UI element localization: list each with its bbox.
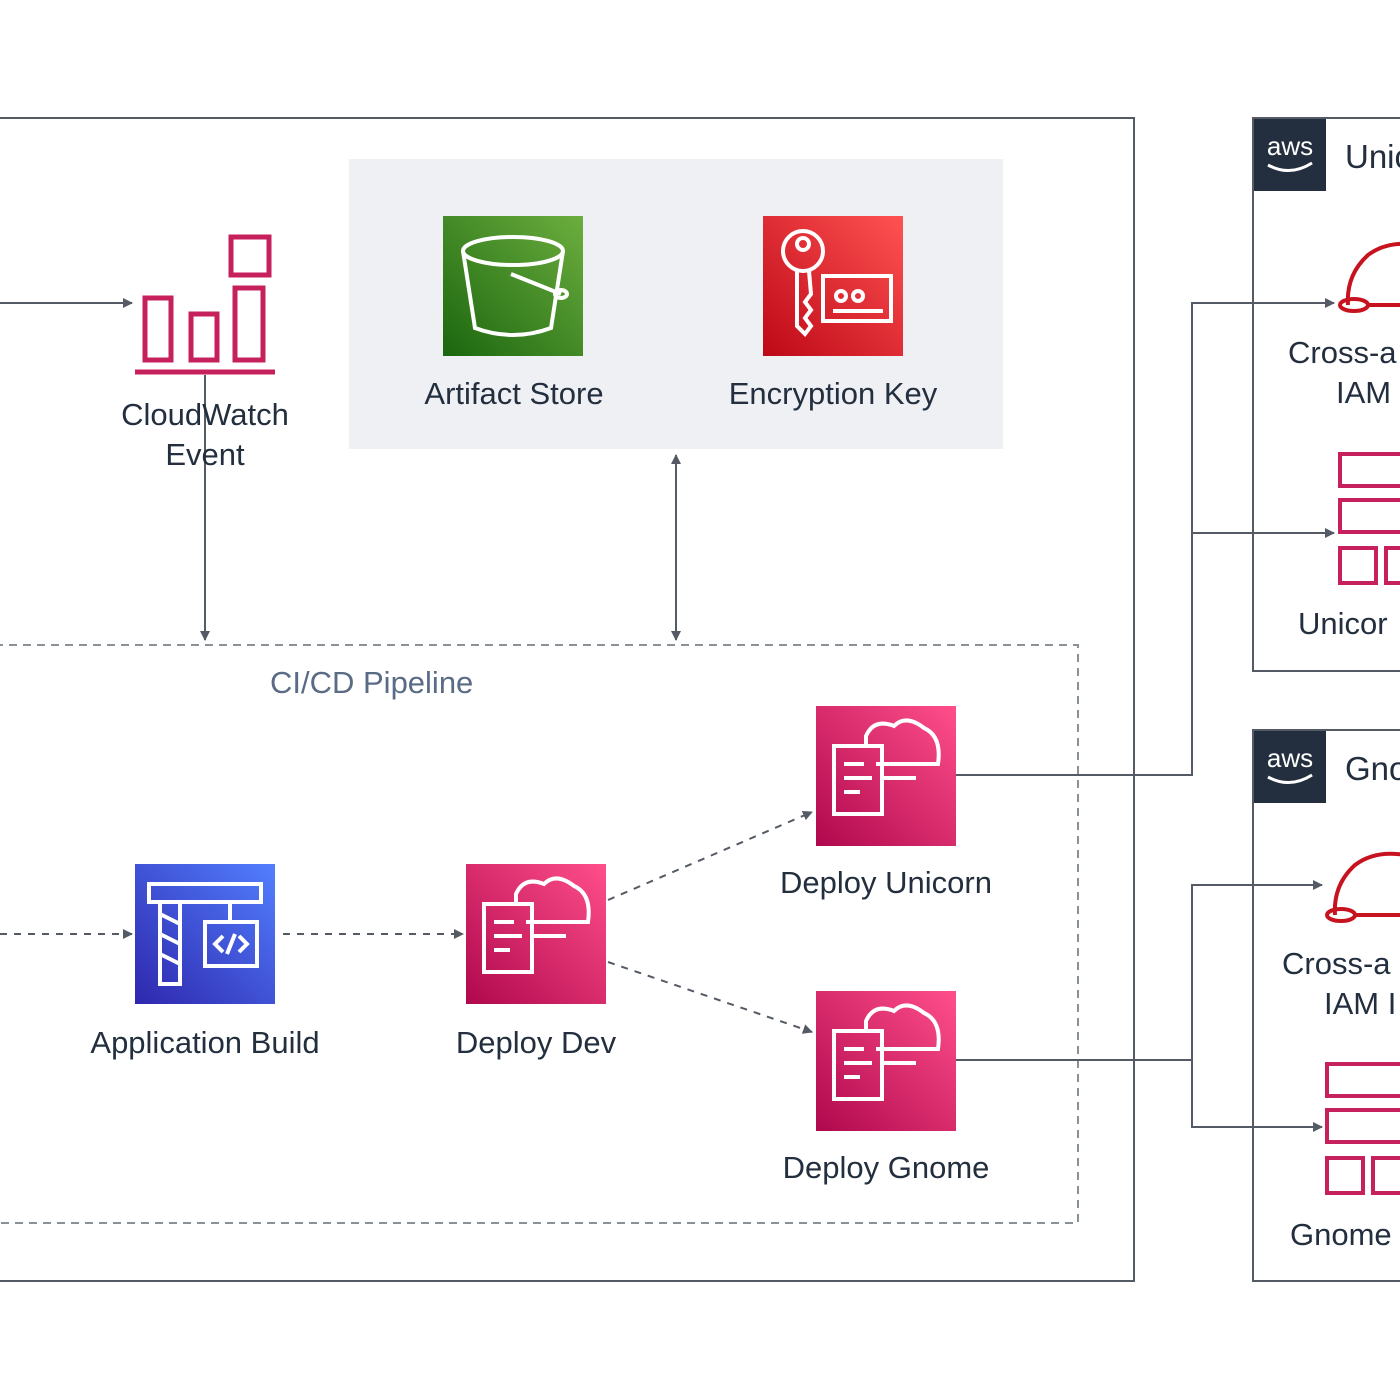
s3-bucket-icon	[443, 216, 583, 356]
codebuild-icon	[135, 864, 275, 1004]
deploy-unicorn-label: Deploy Unicorn	[780, 865, 992, 900]
iam-role-helmet-icon	[1338, 235, 1400, 315]
role-label-line2: IAM I	[1324, 986, 1397, 1021]
role-label-line1: Cross-a	[1288, 335, 1397, 370]
artifact-store-label: Artifact Store	[424, 376, 604, 411]
tooling-account-box	[0, 117, 1135, 1282]
deploy-dev-icon	[464, 862, 608, 1006]
gnome-role-label: Cross-a IAM I	[1282, 944, 1396, 1024]
aws-logo-badge: aws	[1254, 731, 1326, 803]
encryption-key-label: Encryption Key	[728, 376, 938, 411]
aws-logo-badge: aws	[1254, 119, 1326, 191]
deploy-dev-label: Deploy Dev	[455, 1025, 617, 1060]
svg-text:aws: aws	[1267, 743, 1313, 773]
pipeline-label: CI/CD Pipeline	[270, 665, 474, 700]
unicorn-role-label: Cross-a IAM	[1288, 333, 1397, 413]
unicorn-stack-label: Unicor	[1298, 606, 1388, 641]
iam-role-helmet-icon	[1325, 845, 1400, 925]
gnome-account-title: Gno	[1345, 750, 1400, 787]
cloudwatch-label-line1: CloudWatch	[121, 397, 289, 432]
deploy-unicorn-icon	[814, 704, 958, 848]
unicorn-account-title: Unic	[1345, 138, 1400, 175]
kms-key-icon	[763, 216, 903, 356]
cloudformation-stack-icon	[1338, 452, 1400, 587]
cloudwatch-label-line2: Event	[165, 437, 245, 472]
gnome-stack-label: Gnome	[1290, 1217, 1392, 1252]
application-build-label: Application Build	[90, 1025, 320, 1060]
unicorn-account-box	[1252, 117, 1400, 672]
gnome-account-box	[1252, 729, 1400, 1282]
role-label-line2: IAM	[1336, 375, 1392, 410]
role-label-line1: Cross-a	[1282, 946, 1391, 981]
cloudformation-stack-icon	[1325, 1062, 1400, 1197]
deploy-gnome-label: Deploy Gnome	[782, 1150, 990, 1185]
cloudwatch-event-label: CloudWatch Event	[105, 395, 305, 475]
pipeline-group	[0, 644, 1079, 1224]
deploy-gnome-icon	[814, 989, 958, 1133]
svg-text:aws: aws	[1267, 131, 1313, 161]
cloudwatch-event-icon	[135, 232, 275, 377]
